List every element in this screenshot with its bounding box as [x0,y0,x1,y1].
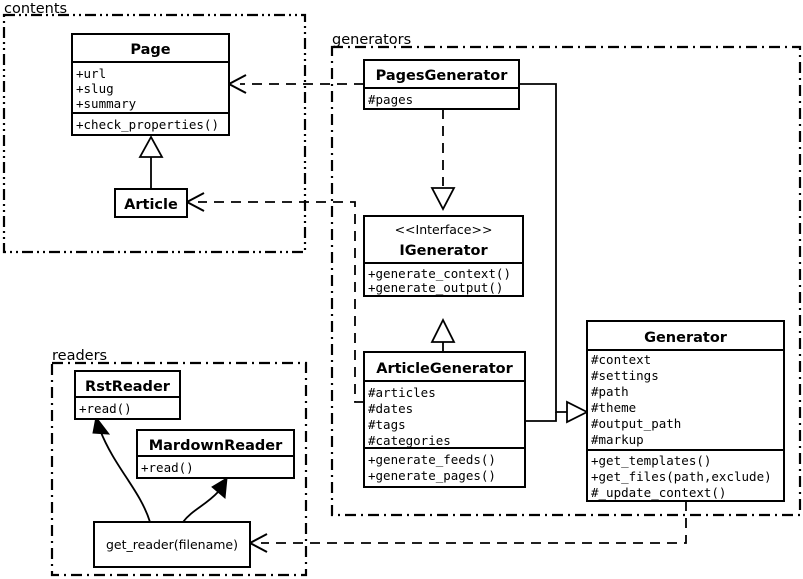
class-generator-title: Generator [644,330,728,346]
package-label-readers: readers [52,348,107,364]
class-article[interactable]: Article [114,188,188,218]
class-mardownreader[interactable]: MardownReader +read() [136,429,295,479]
relation-pagesgenerator-realizes-igenerator [430,109,456,211]
relation-get_reader-returns-mardownreader [182,477,228,523]
class-rstreader-title: RstReader [85,379,171,395]
class-rstreader-operation: +read() [79,401,132,416]
class-pagesgenerator[interactable]: PagesGenerator #pages [363,59,520,110]
class-generator-operation: +get_templates() [591,453,711,468]
package-border-generators [330,45,802,517]
class-page-operation: +check_properties() [76,117,219,132]
class-articlegenerator[interactable]: ArticleGenerator #articles #dates #tags … [363,351,526,488]
class-igenerator-operation: +generate_context() [368,266,511,281]
class-rstreader[interactable]: RstReader +read() [74,370,181,420]
relation-article-inherits-page [138,135,164,189]
class-pagesgenerator-title: PagesGenerator [376,68,509,84]
class-page[interactable]: Page +url +slug +summary +check_properti… [71,33,230,136]
class-articlegenerator-attribute: #categories [368,433,451,448]
relation-articlegenerator-inherits-generator [525,412,557,422]
relation-articlegenerator-inherits-igenerator [430,317,456,352]
relation-pagesgenerator-inherits-generator [519,83,590,424]
relation-get_reader-returns-rstreader [92,415,151,523]
class-generator-attribute: #context [591,352,651,367]
class-articlegenerator-attribute: #tags [368,417,406,432]
class-igenerator-operation: +generate_output() [368,280,503,295]
class-generator-attribute: #output_path [591,416,681,431]
class-page-attribute: +summary [76,96,137,111]
package-border-contents [2,13,307,254]
package-label-contents: contents [4,1,67,17]
function-get-reader[interactable]: get_reader(filename) [93,521,251,568]
class-page-attribute: +slug [76,81,114,96]
class-page-attribute: +url [76,66,106,81]
class-generator-operation: #_update_context() [591,485,726,500]
class-pagesgenerator-attribute: #pages [368,92,413,107]
class-mardownreader-title: MardownReader [149,438,283,454]
class-articlegenerator-operation: +generate_feeds() [368,452,496,467]
class-articlegenerator-attribute: #articles [368,385,436,400]
package-border-readers [50,361,308,577]
class-igenerator-stereotype: <<Interface>> [395,222,493,237]
class-generator-operation: +get_files(path,exclude) [591,469,772,484]
class-articlegenerator-attribute: #dates [368,401,413,416]
class-generator-attribute: #path [591,384,629,399]
class-generator-attribute: #theme [591,400,636,415]
class-igenerator-title: IGenerator [399,243,488,259]
function-get-reader-label: get_reader(filename) [106,537,238,552]
class-igenerator[interactable]: <<Interface>> IGenerator +generate_conte… [363,215,524,297]
class-articlegenerator-title: ArticleGenerator [376,361,513,377]
class-mardownreader-operation: +read() [141,460,194,475]
class-article-title: Article [124,197,178,213]
class-generator[interactable]: Generator #context #settings #path #them… [586,320,785,502]
class-generator-attribute: #settings [591,368,659,383]
class-page-title: Page [130,42,170,58]
class-generator-attribute: #markup [591,432,644,447]
package-label-generators: generators [332,32,411,48]
class-articlegenerator-operation: +generate_pages() [368,468,496,483]
